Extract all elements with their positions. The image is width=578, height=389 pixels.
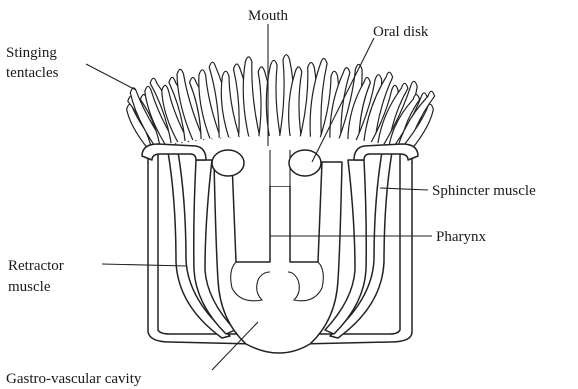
label-retractor-muscle-line2: muscle	[8, 279, 51, 295]
pharynx-group	[212, 150, 342, 353]
gastric-cavity-outline	[214, 162, 342, 353]
label-pharynx: Pharynx	[436, 229, 486, 245]
label-gastro-vascular-cavity: Gastro-vascular cavity	[6, 371, 142, 387]
label-sphincter-muscle: Sphincter muscle	[432, 183, 536, 199]
mouth-channel	[270, 150, 290, 186]
label-mouth: Mouth	[248, 8, 289, 24]
left-oral-knob	[212, 150, 244, 176]
label-oral-disk: Oral disk	[373, 24, 429, 40]
retractor-leader	[102, 264, 186, 266]
tentacle-crown	[127, 55, 435, 150]
tentacles-leader	[86, 64, 136, 90]
label-stinging-tentacles-line2: tentacles	[6, 65, 59, 81]
label-stinging-tentacles-line1: Stinging	[6, 45, 57, 61]
label-retractor-muscle-line1: Retractor	[8, 258, 64, 274]
